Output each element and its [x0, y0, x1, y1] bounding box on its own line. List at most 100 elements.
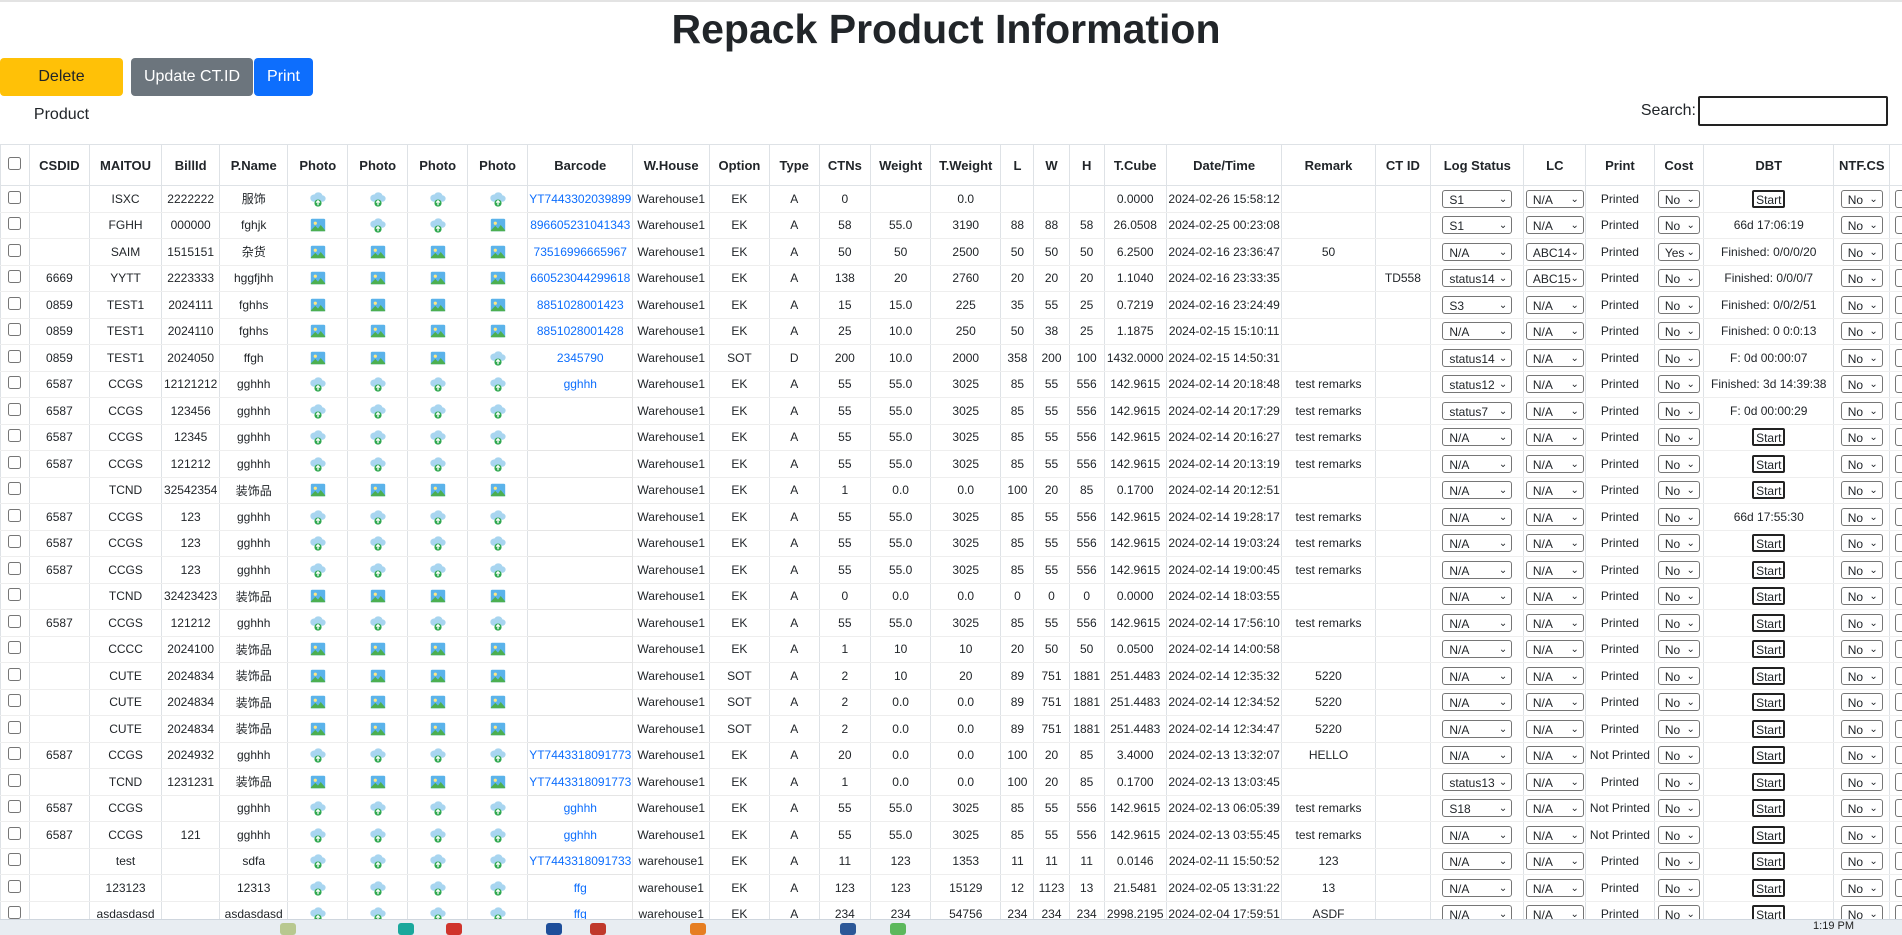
photo-cell[interactable]: [288, 530, 348, 557]
photo-cell[interactable]: [468, 504, 528, 531]
pa-select[interactable]: No⌄: [1895, 508, 1902, 526]
barcode-cell[interactable]: gghhh: [528, 795, 633, 822]
cloud-upload-icon[interactable]: [309, 879, 327, 897]
pa-cell[interactable]: No⌄: [1890, 530, 1902, 557]
cost-select[interactable]: No⌄: [1658, 481, 1700, 499]
image-icon[interactable]: [489, 693, 507, 711]
column-header[interactable]: P.Name: [220, 145, 288, 186]
barcode-cell[interactable]: ffg: [528, 901, 633, 919]
taskbar-app-icon[interactable]: [446, 923, 462, 935]
photo-cell[interactable]: [408, 583, 468, 610]
cloud-upload-icon[interactable]: [369, 455, 387, 473]
photo-cell[interactable]: [408, 371, 468, 398]
image-icon[interactable]: [309, 349, 327, 367]
cloud-upload-icon[interactable]: [429, 190, 447, 208]
image-icon[interactable]: [429, 720, 447, 738]
update-ctid-button[interactable]: Update CT.ID: [131, 58, 253, 96]
photo-cell[interactable]: [468, 398, 528, 425]
log-status-select[interactable]: status12⌄: [1442, 375, 1512, 393]
lc-cell[interactable]: N/A⌄: [1524, 795, 1586, 822]
cloud-upload-icon[interactable]: [489, 561, 507, 579]
log-status-select[interactable]: N/A⌄: [1442, 508, 1512, 526]
dbt-start-button[interactable]: Start: [1752, 587, 1785, 605]
ntf-cs-cell[interactable]: No⌄: [1834, 769, 1890, 796]
row-select-cell[interactable]: [1, 345, 30, 372]
pa-select[interactable]: No⌄: [1895, 879, 1902, 897]
photo-cell[interactable]: [348, 530, 408, 557]
lc-cell[interactable]: ABC15⌄: [1524, 265, 1586, 292]
image-icon[interactable]: [489, 243, 507, 261]
dbt-cell[interactable]: Start: [1704, 636, 1834, 663]
dbt-start-button[interactable]: Start: [1752, 640, 1785, 658]
cloud-upload-icon[interactable]: [429, 614, 447, 632]
image-icon[interactable]: [369, 587, 387, 605]
row-checkbox[interactable]: [8, 191, 21, 204]
lc-select[interactable]: N/A⌄: [1526, 508, 1584, 526]
lc-select[interactable]: N/A⌄: [1526, 905, 1584, 919]
dbt-cell[interactable]: Start: [1704, 477, 1834, 504]
lc-select[interactable]: N/A⌄: [1526, 773, 1584, 791]
column-header[interactable]: Photo: [408, 145, 468, 186]
cloud-upload-icon[interactable]: [309, 534, 327, 552]
image-icon[interactable]: [429, 587, 447, 605]
cloud-upload-icon[interactable]: [309, 190, 327, 208]
row-checkbox[interactable]: [8, 853, 21, 866]
column-header[interactable]: Date/Time: [1166, 145, 1282, 186]
cost-cell[interactable]: No⌄: [1654, 875, 1704, 902]
row-checkbox[interactable]: [8, 350, 21, 363]
row-select-cell[interactable]: [1, 716, 30, 743]
image-icon[interactable]: [489, 667, 507, 685]
column-header[interactable]: DBT: [1704, 145, 1834, 186]
lc-select[interactable]: N/A⌄: [1526, 428, 1584, 446]
dbt-start-button[interactable]: Start: [1752, 720, 1785, 738]
image-icon[interactable]: [309, 720, 327, 738]
image-icon[interactable]: [489, 640, 507, 658]
ntf-cs-cell[interactable]: No⌄: [1834, 636, 1890, 663]
pa-cell[interactable]: No⌄: [1890, 901, 1902, 919]
image-icon[interactable]: [369, 693, 387, 711]
dbt-cell[interactable]: Start: [1704, 901, 1834, 919]
image-icon[interactable]: [309, 269, 327, 287]
photo-cell[interactable]: [468, 239, 528, 266]
barcode-cell[interactable]: YT7443302039899: [528, 186, 633, 213]
cost-cell[interactable]: No⌄: [1654, 901, 1704, 919]
photo-cell[interactable]: [408, 557, 468, 584]
cloud-upload-icon[interactable]: [489, 375, 507, 393]
lc-select[interactable]: N/A⌄: [1526, 587, 1584, 605]
row-checkbox[interactable]: [8, 774, 21, 787]
ntf-cs-select[interactable]: No⌄: [1841, 773, 1883, 791]
dbt-cell[interactable]: Start: [1704, 822, 1834, 849]
lc-cell[interactable]: N/A⌄: [1524, 530, 1586, 557]
column-header[interactable]: W.House: [633, 145, 709, 186]
ntf-cs-select[interactable]: No⌄: [1841, 693, 1883, 711]
cloud-upload-icon[interactable]: [369, 826, 387, 844]
dbt-cell[interactable]: Start: [1704, 875, 1834, 902]
pa-cell[interactable]: No⌄: [1890, 398, 1902, 425]
dbt-cell[interactable]: Start: [1704, 424, 1834, 451]
ntf-cs-cell[interactable]: No⌄: [1834, 716, 1890, 743]
column-header[interactable]: T.Cube: [1104, 145, 1166, 186]
cost-select[interactable]: No⌄: [1658, 852, 1700, 870]
pa-cell[interactable]: No⌄: [1890, 769, 1902, 796]
photo-cell[interactable]: [288, 345, 348, 372]
log-status-cell[interactable]: N/A⌄: [1431, 424, 1524, 451]
column-header[interactable]: Cost: [1654, 145, 1704, 186]
cost-cell[interactable]: No⌄: [1654, 795, 1704, 822]
column-header[interactable]: Print: [1586, 145, 1654, 186]
ntf-cs-select[interactable]: No⌄: [1841, 561, 1883, 579]
cost-select[interactable]: No⌄: [1658, 269, 1700, 287]
barcode-cell[interactable]: 660523044299618: [528, 265, 633, 292]
photo-cell[interactable]: [348, 504, 408, 531]
photo-cell[interactable]: [468, 451, 528, 478]
column-header[interactable]: Barcode: [528, 145, 633, 186]
pa-select[interactable]: No⌄: [1895, 852, 1902, 870]
dbt-cell[interactable]: Start: [1704, 769, 1834, 796]
lc-cell[interactable]: N/A⌄: [1524, 716, 1586, 743]
taskbar-app-icon[interactable]: [690, 923, 706, 935]
cost-cell[interactable]: No⌄: [1654, 371, 1704, 398]
log-status-cell[interactable]: S18⌄: [1431, 795, 1524, 822]
photo-cell[interactable]: [408, 636, 468, 663]
log-status-cell[interactable]: status13⌄: [1431, 769, 1524, 796]
